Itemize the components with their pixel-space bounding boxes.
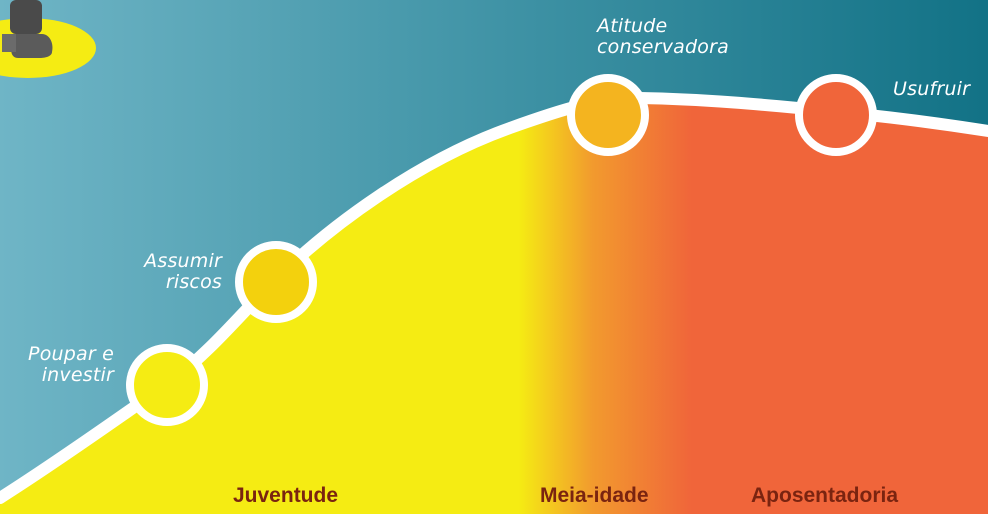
person-standing-on-spot-icon — [0, 0, 96, 78]
person-shoe — [11, 34, 53, 58]
milestone-text-line: riscos — [165, 271, 222, 293]
milestone-label-poupar: Poupar e investir — [28, 344, 114, 386]
milestone-text-line: Atitude — [597, 15, 668, 37]
milestone-text-line: investir — [41, 364, 114, 386]
milestone-label-assumir: Assumir riscos — [144, 251, 222, 293]
phase-label-aposentadoria: Aposentadoria — [751, 484, 899, 507]
milestone-dot-assumir — [235, 241, 317, 323]
milestone-label-usufruir: Usufruir — [893, 79, 970, 100]
milestone-text-line: Assumir — [144, 250, 222, 272]
person-shoe-back — [2, 34, 16, 52]
milestone-label-atitude: Atitude conservadora — [597, 16, 729, 58]
milestone-dot-usufruir — [795, 74, 877, 156]
person-legs — [10, 0, 42, 34]
milestone-dot-atitude — [567, 74, 649, 156]
phase-label-juventude: Juventude — [233, 484, 339, 507]
milestone-dot-poupar — [126, 344, 208, 426]
life-curve-area — [0, 97, 988, 514]
phase-label-meia-idade: Meia-idade — [540, 484, 649, 507]
milestone-text-line: conservadora — [597, 36, 729, 58]
milestone-text-line: Usufruir — [893, 78, 971, 100]
milestone-text-line: Poupar e — [28, 343, 114, 365]
